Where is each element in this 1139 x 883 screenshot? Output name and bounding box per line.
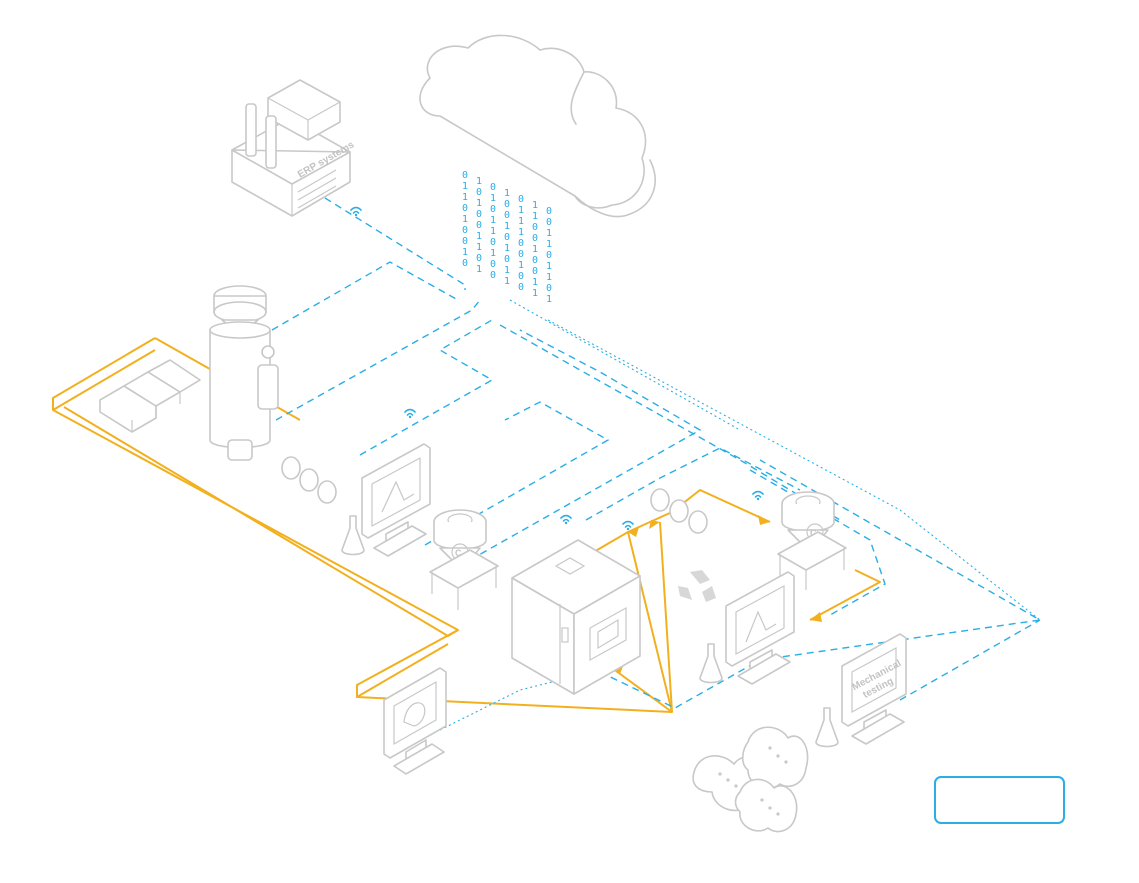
additive-machine-icon	[511, 539, 641, 695]
wifi-icon	[350, 206, 362, 217]
flow-arrow	[649, 520, 660, 529]
callout-box	[934, 776, 1065, 824]
wifi-icon	[404, 408, 416, 419]
flask-icon	[699, 643, 723, 684]
powder-sieve-icon: C	[777, 491, 847, 590]
flask-icon	[341, 515, 365, 556]
furnace-icon	[209, 285, 279, 461]
powder-sample-icon	[650, 488, 708, 534]
wifi-icon	[560, 514, 572, 525]
monitor-icon	[725, 571, 795, 685]
flow-arrow	[810, 612, 822, 622]
recycle-icon	[678, 570, 716, 602]
printed-part-icon	[692, 726, 809, 833]
powder-sieve-icon: C	[429, 509, 499, 610]
flow-arrow	[758, 515, 770, 525]
wifi-icon	[622, 520, 634, 531]
material-flow-path	[52, 337, 881, 713]
powder-sample-icon	[281, 456, 337, 504]
sieve-mark: C	[810, 528, 817, 538]
monitor-icon	[383, 667, 447, 775]
monitor-icon	[361, 443, 431, 557]
sieve-mark: C	[455, 548, 462, 558]
monitor-icon: Mechanical testing	[841, 633, 907, 745]
flow-arrow	[628, 527, 639, 537]
ingot-icon	[99, 359, 201, 433]
factory-icon: ERP systems	[231, 79, 357, 217]
wifi-icon	[752, 490, 764, 501]
cloud-icon	[419, 34, 656, 218]
flask-icon	[815, 707, 839, 748]
